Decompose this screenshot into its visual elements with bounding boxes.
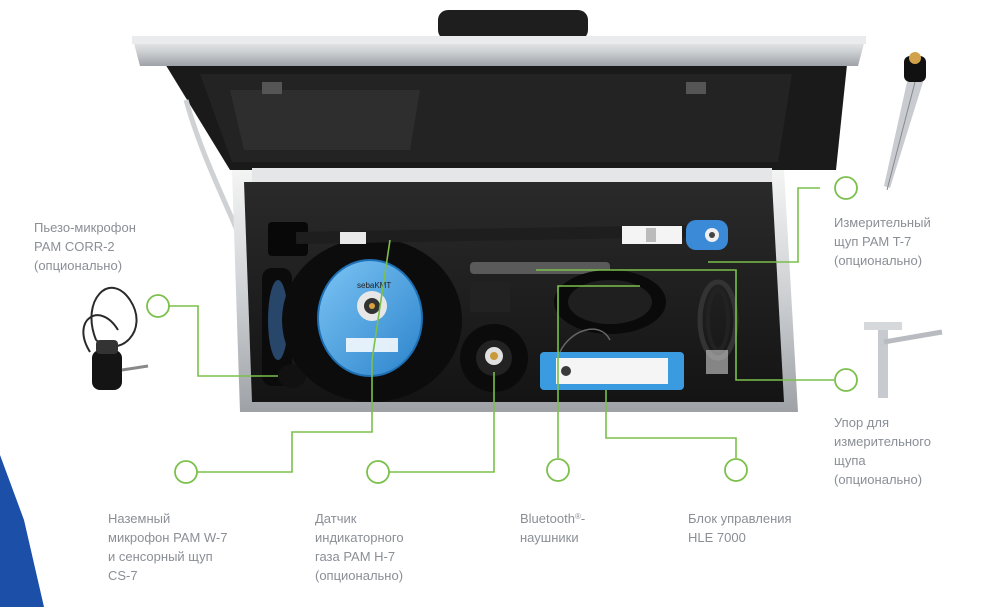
label-line: газа PAM H-7 — [315, 549, 396, 564]
label-line: Пьезо-микрофон — [34, 220, 136, 235]
callout-circle-control-unit — [724, 458, 748, 482]
callout-circle-piezo — [146, 294, 170, 318]
label-line: щуп PAM T-7 — [834, 234, 912, 249]
callout-lines — [166, 187, 834, 473]
label-probe-support: Упор для измерительного щупа (опциональн… — [834, 413, 931, 489]
label-line: HLE 7000 — [688, 530, 746, 545]
label-line: (опционально) — [834, 472, 923, 487]
label-line: измерительного — [834, 434, 931, 449]
label-line: индикаторного — [315, 530, 404, 545]
registered-mark: ® — [574, 512, 581, 521]
label-ground-microphone: Наземный микрофон PAM W-7 и сенсорный щу… — [108, 509, 227, 585]
case-lid — [132, 10, 866, 229]
label-line: (опционально) — [834, 253, 923, 268]
label-line: наушники — [520, 530, 579, 545]
svg-text:sebaKMT: sebaKMT — [357, 281, 391, 290]
callout-circle-probe — [834, 176, 858, 200]
probe-rod — [268, 220, 728, 256]
ground-microphone-device: sebaKMT — [282, 238, 462, 402]
label-text: Bluetooth — [520, 511, 575, 526]
label-line: щупа — [834, 453, 866, 468]
label-line: (опционально) — [34, 258, 123, 273]
label-gas-sensor: Датчик индикаторного газа PAM H-7 (опцио… — [315, 509, 404, 585]
label-line: PAM CORR-2 — [34, 239, 115, 254]
label-line: микрофон PAM W-7 — [108, 530, 228, 545]
label-line: (опционально) — [315, 568, 404, 583]
label-control-unit: Блок управления HLE 7000 — [688, 509, 792, 547]
callout-circle-gas-sensor — [366, 460, 390, 484]
label-measuring-probe: Измерительный щуп PAM T-7 (опционально) — [834, 213, 931, 270]
gas-sensor-device — [460, 324, 528, 392]
label-headphones: Bluetooth®- наушники — [520, 509, 585, 547]
label-line: Блок управления — [688, 511, 792, 526]
label-line: Измерительный — [834, 215, 931, 230]
measuring-probe-image — [884, 52, 926, 191]
label-line: Bluetooth®- — [520, 509, 585, 528]
callout-circles — [146, 176, 858, 484]
label-text: - — [580, 511, 586, 526]
control-unit-device — [540, 328, 684, 390]
blue-accent-shape — [0, 455, 44, 607]
piezo-microphone-in-case — [262, 268, 306, 388]
label-line: CS-7 — [108, 568, 138, 583]
label-piezo-microphone: Пьезо-микрофон PAM CORR-2 (опционально) — [34, 218, 136, 275]
label-line: Упор для — [834, 415, 889, 430]
label-line: Наземный — [108, 511, 171, 526]
label-line: и сенсорный щуп — [108, 549, 213, 564]
probe-support-image — [864, 322, 943, 398]
callout-circle-headphones — [546, 458, 570, 482]
callout-circle-support — [834, 368, 858, 392]
callout-circle-ground-mic — [174, 460, 198, 484]
piezo-microphone-image — [82, 286, 149, 390]
label-line: Датчик — [315, 511, 357, 526]
